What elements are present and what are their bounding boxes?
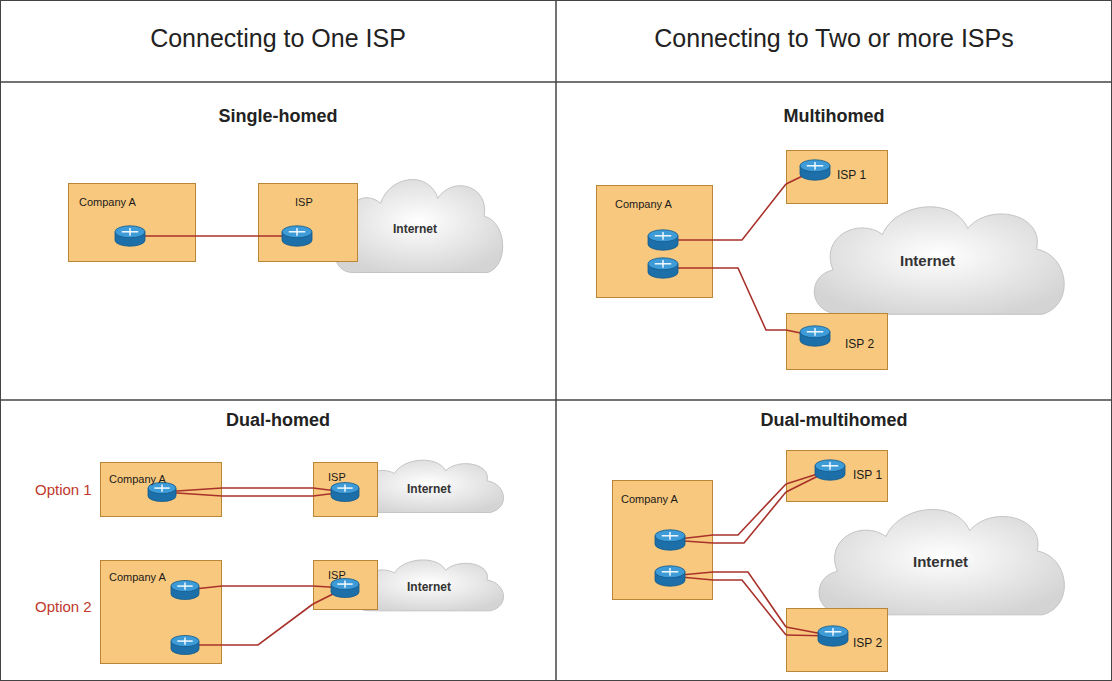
link-line bbox=[713, 184, 786, 240]
cell-title: Multihomed bbox=[556, 82, 1112, 127]
table-divider bbox=[0, 81, 1112, 83]
link-line bbox=[713, 492, 786, 543]
header-text: Connecting to Two or more ISPs bbox=[556, 0, 1112, 53]
box-label: Company A bbox=[621, 493, 678, 505]
box-label: ISP 1 bbox=[837, 169, 866, 181]
router-arrow bbox=[829, 462, 830, 470]
router-icon bbox=[815, 460, 845, 480]
router-icon bbox=[818, 626, 848, 646]
cloud-label: Internet bbox=[393, 222, 437, 236]
router-icon bbox=[171, 635, 199, 654]
table-cell: Dual-homedInternetInternetCompany AISPCo… bbox=[0, 400, 556, 681]
link-line bbox=[713, 580, 786, 635]
router-arrow bbox=[129, 228, 130, 236]
link-line bbox=[222, 487, 313, 489]
router-top bbox=[115, 226, 145, 238]
router-icon bbox=[331, 482, 359, 501]
box-label: ISP 1 bbox=[853, 469, 882, 481]
box-label: Company A bbox=[79, 196, 136, 208]
cell-title: Dual-homed bbox=[0, 400, 556, 431]
router-arrow bbox=[832, 628, 833, 636]
cell-title: Dual-multihomed bbox=[556, 400, 1112, 431]
option-label-holder: Option 2 bbox=[35, 598, 92, 616]
router-icon bbox=[282, 226, 312, 246]
cloud-label: Internet bbox=[900, 252, 955, 269]
site-box: Company A bbox=[68, 183, 196, 262]
site-box: ISP bbox=[258, 183, 358, 262]
router-icon bbox=[148, 482, 176, 501]
router-arrow bbox=[344, 580, 345, 587]
cloud-label: Internet bbox=[407, 482, 451, 496]
cloud-label: Internet bbox=[407, 580, 451, 594]
router-arrow bbox=[662, 232, 663, 240]
option-label-holder: Option 1 bbox=[35, 481, 92, 499]
link-line bbox=[222, 585, 313, 587]
router-icon bbox=[655, 530, 685, 550]
table-cell: Single-homedInternet Company A ISP bbox=[0, 82, 556, 400]
cloud-label: Internet bbox=[913, 553, 968, 570]
router-top bbox=[648, 258, 678, 270]
header-cell: Connecting to One ISP bbox=[0, 0, 556, 82]
router-icon bbox=[800, 160, 830, 180]
cloud-outline bbox=[814, 207, 1064, 315]
router-arrow bbox=[662, 260, 663, 268]
box-label: ISP bbox=[328, 471, 346, 483]
table-divider bbox=[0, 399, 1112, 401]
router-icon bbox=[115, 226, 145, 246]
box-label: Company A bbox=[109, 473, 166, 485]
router-top bbox=[148, 482, 176, 493]
router-top bbox=[815, 460, 845, 472]
router-top bbox=[800, 160, 830, 172]
router-top bbox=[648, 230, 678, 242]
router-top bbox=[171, 635, 199, 646]
link-line bbox=[713, 268, 786, 330]
cell-title: Single-homed bbox=[0, 82, 556, 127]
box-label: ISP 2 bbox=[853, 637, 882, 649]
box-label: ISP 2 bbox=[845, 338, 874, 350]
router-top bbox=[800, 326, 830, 338]
router-arrow bbox=[814, 162, 815, 170]
router-icon bbox=[800, 326, 830, 346]
router-icon bbox=[648, 230, 678, 250]
router-arrow bbox=[669, 568, 670, 576]
link-line bbox=[713, 484, 786, 535]
router-top bbox=[331, 482, 359, 493]
site-box: Company A bbox=[100, 560, 222, 664]
router-top bbox=[655, 566, 685, 578]
router-top bbox=[655, 530, 685, 542]
header-cell: Connecting to Two or more ISPs bbox=[556, 0, 1112, 82]
router-top bbox=[171, 580, 199, 591]
box-label: Company A bbox=[615, 198, 672, 210]
cloud-outline bbox=[819, 509, 1064, 614]
option-label: Option 2 bbox=[35, 598, 92, 615]
option-label: Option 1 bbox=[35, 481, 92, 498]
router-arrow bbox=[184, 582, 185, 589]
box-label: ISP bbox=[295, 196, 313, 208]
link-line bbox=[222, 495, 313, 497]
router-arrow bbox=[344, 484, 345, 491]
router-icon bbox=[655, 566, 685, 586]
box-label: Company A bbox=[109, 571, 166, 583]
router-top bbox=[818, 626, 848, 638]
table-cell: MultihomedInternet Company A ISP 1 ISP 2 bbox=[556, 82, 1112, 400]
link-line bbox=[222, 604, 313, 645]
header-text: Connecting to One ISP bbox=[0, 0, 556, 53]
router-icon bbox=[648, 258, 678, 278]
router-arrow bbox=[184, 637, 185, 644]
router-arrow bbox=[669, 532, 670, 540]
link-line bbox=[196, 235, 258, 237]
box-label: ISP bbox=[328, 569, 346, 581]
router-arrow bbox=[814, 328, 815, 336]
router-arrow bbox=[161, 484, 162, 491]
router-arrow bbox=[296, 228, 297, 236]
router-top bbox=[282, 226, 312, 238]
table-divider bbox=[555, 0, 557, 681]
router-icon bbox=[331, 578, 359, 597]
router-icon bbox=[171, 580, 199, 599]
cloud-outline bbox=[335, 180, 503, 273]
router-top bbox=[331, 578, 359, 589]
